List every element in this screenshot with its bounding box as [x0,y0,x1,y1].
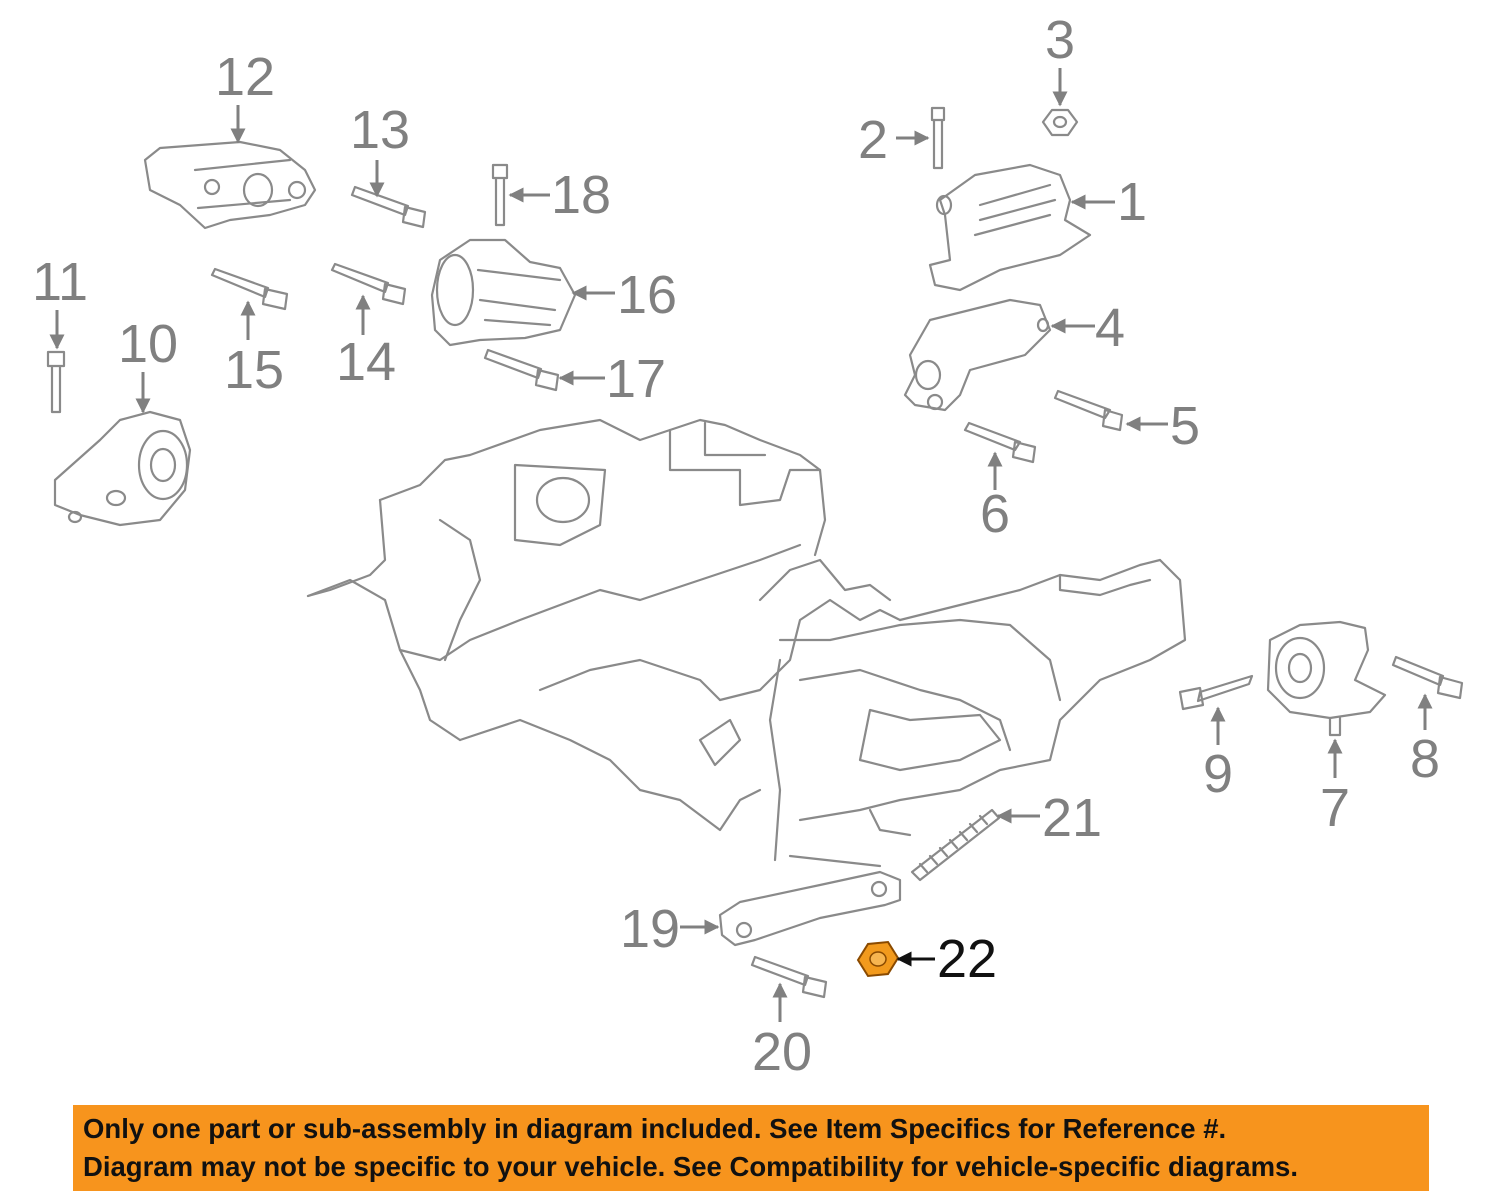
parts-diagram: 1 2 3 4 5 6 7 8 9 10 11 12 13 14 15 16 1… [32,10,1464,1082]
part-7-mount [1266,620,1387,737]
part-22-nut-highlighted [856,940,900,978]
leader-arrows [49,68,1433,1022]
callout-16: 16 [617,265,677,325]
part-1-engine-mount [928,163,1092,292]
part-17-bolt [483,348,560,392]
part-14-bolt [330,262,407,306]
disclaimer-line-2: Diagram may not be specific to your vehi… [83,1151,1298,1182]
part-10-mount [53,410,192,527]
callout-14: 14 [336,332,396,392]
callout-2: 2 [858,110,888,170]
callout-15: 15 [224,340,284,400]
part-12-transmission-mount [143,140,317,230]
part-18-bolt [491,163,509,227]
part-6-bolt [963,421,1037,464]
disclaimer-line-1: Only one part or sub-assembly in diagram… [83,1113,1227,1144]
part-2-bolt [930,106,946,170]
callout-8: 8 [1410,729,1440,789]
callout-19: 19 [620,899,680,959]
callout-11: 11 [32,252,88,312]
callout-5: 5 [1170,396,1200,456]
callout-3: 3 [1045,10,1075,70]
callout-13: 13 [350,100,410,160]
part-19-link [718,870,902,947]
callout-4: 4 [1095,298,1125,358]
part-5-bolt [1053,389,1124,432]
callout-20: 20 [752,1022,812,1082]
callout-9: 9 [1203,744,1233,804]
part-11-bolt [46,350,66,414]
part-15-bolt [210,267,289,311]
callout-10: 10 [118,314,178,374]
part-8-bolt [1391,655,1464,700]
callout-7: 7 [1320,778,1350,838]
part-16-mount [430,238,577,347]
part-4-mount-bracket [903,298,1052,412]
callout-12: 12 [215,47,275,107]
callout-18: 18 [551,165,611,225]
part-3-nut [1041,108,1079,137]
callout-labels: 1 2 3 4 5 6 7 8 9 10 11 12 13 14 15 16 1… [32,10,1440,1082]
disclaimer-banner: Only one part or sub-assembly in diagram… [73,1105,1429,1191]
part-13-bolt [350,185,427,229]
callout-22: 22 [937,929,997,989]
callout-21: 21 [1042,788,1102,848]
subframe-outline [306,418,1187,868]
part-9-bolt [1178,674,1254,711]
callout-6: 6 [980,484,1010,544]
callout-17: 17 [606,349,666,409]
callout-1: 1 [1117,172,1147,232]
part-20-bolt [750,955,828,999]
part-21-stud [910,808,1001,882]
